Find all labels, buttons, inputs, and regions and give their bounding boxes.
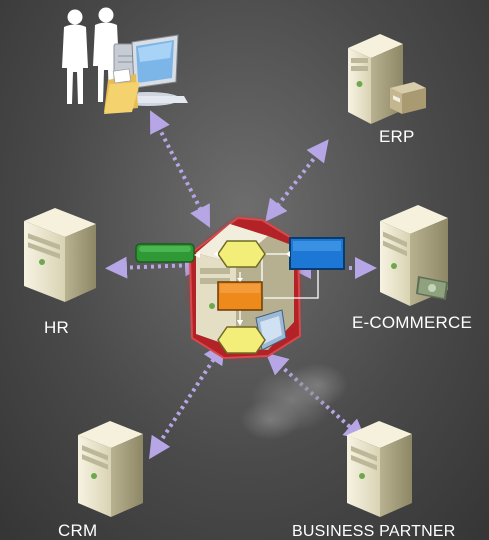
hr-label: HR [44, 318, 69, 337]
connector-erp [265, 139, 329, 222]
crm-server-icon [78, 421, 143, 517]
ecommerce-server-icon [380, 205, 448, 306]
business-partner-label: BUSINESS PARTNER [292, 523, 456, 540]
business-partner-server-icon [347, 421, 412, 517]
yellow-hexagon-bottom-icon [217, 326, 266, 354]
green-block-icon [135, 243, 195, 263]
connectors [105, 110, 377, 460]
erp-label: ERP [379, 127, 415, 146]
connector-partner [265, 352, 367, 442]
cloud-icon [240, 363, 348, 440]
connector-crm [149, 341, 225, 460]
orange-block-icon [217, 281, 263, 311]
integration-hub-icon [135, 212, 345, 364]
erp-server-icon [348, 34, 426, 124]
package-icon [390, 82, 426, 114]
ecommerce-label: E-COMMERCE [352, 313, 473, 332]
connector-users [150, 110, 210, 228]
money-icon [416, 276, 448, 300]
hr-server-icon [24, 208, 96, 302]
users-with-computer-icon [62, 7, 188, 114]
crm-label: CRM [58, 521, 98, 540]
blue-block-icon [289, 237, 345, 270]
yellow-hexagon-top-icon [217, 240, 266, 268]
